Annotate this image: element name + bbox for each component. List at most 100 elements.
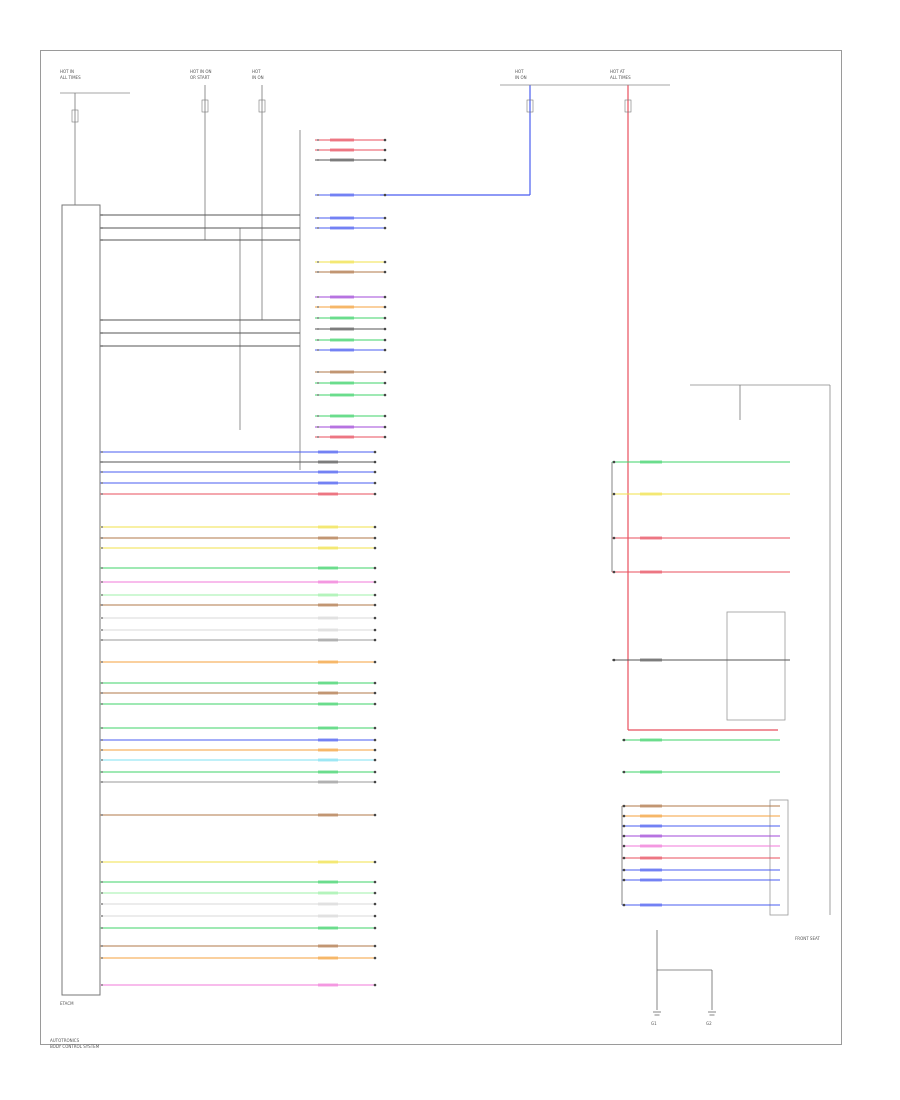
module-pin [101, 903, 103, 905]
module-pin [101, 629, 103, 631]
right-wire-tag [640, 536, 662, 540]
wire-code-tag [318, 638, 338, 642]
connector-terminal [373, 880, 377, 884]
wire-code-tag [318, 902, 338, 906]
module-pin [101, 594, 103, 596]
module-pin [101, 482, 103, 484]
module-pin [101, 984, 103, 986]
wire-code-tag [318, 470, 338, 474]
upper-connector-tag [330, 327, 354, 331]
module-pin [101, 861, 103, 863]
upper-connector-terminal [383, 393, 387, 397]
fuse-label-line2: OR START [190, 75, 210, 80]
module-pin [101, 927, 103, 929]
footer-line-1: AUTOTRONICS [50, 1038, 80, 1043]
upper-connector-pin [317, 217, 319, 219]
connector-terminal [373, 780, 377, 784]
right-wire-terminal [622, 834, 626, 838]
module-pin [101, 451, 103, 453]
module-pin [101, 881, 103, 883]
upper-connector-pin [317, 349, 319, 351]
module-pin [101, 526, 103, 528]
upper-connector-terminal [383, 327, 387, 331]
connector-terminal [373, 956, 377, 960]
connector-terminal [373, 770, 377, 774]
module-pin [101, 727, 103, 729]
upper-connector-terminal [383, 370, 387, 374]
upper-connector-terminal [383, 193, 387, 197]
upper-connector-terminal [383, 425, 387, 429]
right-wire-tag [640, 770, 662, 774]
connector-terminal [373, 944, 377, 948]
module-pin [101, 749, 103, 751]
wire-code-tag [318, 780, 338, 784]
wire-code-tag [318, 748, 338, 752]
upper-connector-tag [330, 393, 354, 397]
right-wire-tag [640, 844, 662, 848]
right-wire-terminal [622, 770, 626, 774]
wire-code-tag [318, 758, 338, 762]
upper-connector-pin [317, 382, 319, 384]
connector-terminal [373, 546, 377, 550]
fuse-label-line2: ALL TIMES [60, 75, 81, 80]
wire-code-tag [318, 525, 338, 529]
right-wire-terminal [622, 878, 626, 882]
upper-connector-terminal [383, 414, 387, 418]
fuse-symbol-2 [201, 99, 209, 113]
module-pin [101, 567, 103, 569]
right-wire-tag [640, 878, 662, 882]
upper-connector-pin [317, 317, 319, 319]
right-wire-tag [640, 658, 662, 662]
connector-terminal [373, 860, 377, 864]
module-pin [101, 771, 103, 773]
module-pin [101, 319, 103, 321]
connector-terminal [373, 638, 377, 642]
wire-code-tag [318, 580, 338, 584]
wire-code-tag [318, 546, 338, 550]
module-pin [101, 227, 103, 229]
upper-connector-pin [317, 436, 319, 438]
right-wire-tag [640, 570, 662, 574]
right-wire-terminal [622, 814, 626, 818]
module-pin [101, 639, 103, 641]
module-pin [101, 703, 103, 705]
upper-connector-tag [330, 381, 354, 385]
fuse-symbol-1 [71, 109, 79, 123]
connector-terminal [373, 616, 377, 620]
wire-code-tag [318, 691, 338, 695]
connector-terminal [373, 470, 377, 474]
upper-connector-terminal [383, 381, 387, 385]
module-pin [101, 692, 103, 694]
upper-connector-tag [330, 138, 354, 142]
upper-connector-tag [330, 216, 354, 220]
right-wire-tag [640, 804, 662, 808]
wire-code-tag [318, 770, 338, 774]
module-pin [101, 957, 103, 959]
upper-connector-terminal [383, 260, 387, 264]
connector-terminal [373, 660, 377, 664]
upper-connector-tag [330, 270, 354, 274]
right-wire-terminal [622, 844, 626, 848]
right-wire-tag [640, 738, 662, 742]
right-wire-tag [640, 814, 662, 818]
module-pin [101, 214, 103, 216]
module-pin [101, 461, 103, 463]
module-pin [101, 892, 103, 894]
wire-code-tag [318, 956, 338, 960]
right-wire-terminal [622, 903, 626, 907]
right-wire-tag [640, 824, 662, 828]
upper-connector-terminal [383, 226, 387, 230]
upper-connector-tag [330, 316, 354, 320]
upper-connector-pin [317, 339, 319, 341]
upper-connector-tag [330, 148, 354, 152]
upper-connector-pin [317, 139, 319, 141]
fuse-label-line1: HOT [252, 69, 261, 74]
upper-connector-terminal [383, 295, 387, 299]
wire-code-tag [318, 593, 338, 597]
right-wire-terminal [622, 804, 626, 808]
connector-terminal [373, 748, 377, 752]
wire-code-tag [318, 926, 338, 930]
upper-connector-tag [330, 226, 354, 230]
right-wire-terminal [612, 536, 616, 540]
connector-terminal [373, 726, 377, 730]
